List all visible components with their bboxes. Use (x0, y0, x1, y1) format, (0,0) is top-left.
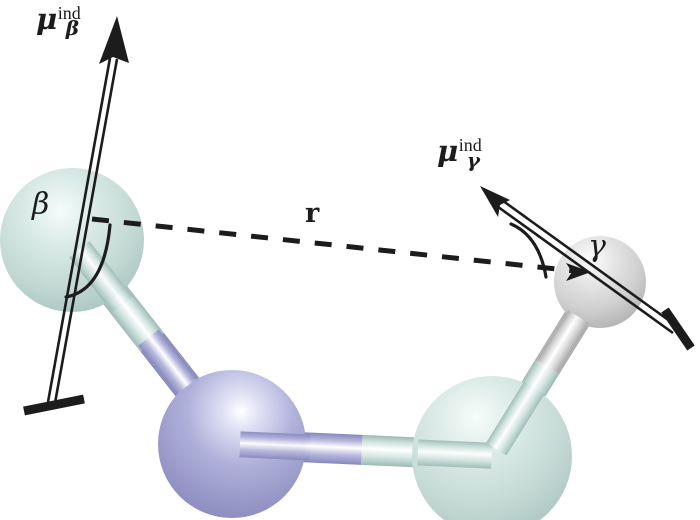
angle-arc-gamma (509, 222, 548, 279)
dipole-beta-label: μindβ (36, 2, 81, 41)
mu-superscript-gamma: ind (458, 135, 482, 155)
dipole-gamma-vector (480, 186, 695, 351)
separation-vector-label: r (305, 198, 320, 229)
dipole-beta-vector (23, 16, 129, 416)
mu-symbol-beta: μ (36, 2, 57, 36)
mu-superscript-beta: ind (57, 3, 81, 23)
bond-overlay-group (69, 241, 589, 469)
mu-subscript-beta: β (65, 16, 80, 41)
mu-symbol-gamma: μ (437, 134, 458, 168)
angle-gamma-label: γ (588, 229, 606, 264)
dipole-gamma-label: μindγ (437, 134, 482, 173)
mu-subscript-gamma: γ (466, 148, 480, 173)
separation-vector-r (91, 216, 591, 281)
atom-purple (158, 370, 306, 518)
atom-gamma (554, 236, 646, 328)
angle-beta-label: β (32, 187, 50, 222)
angle-arc-beta (64, 223, 112, 299)
